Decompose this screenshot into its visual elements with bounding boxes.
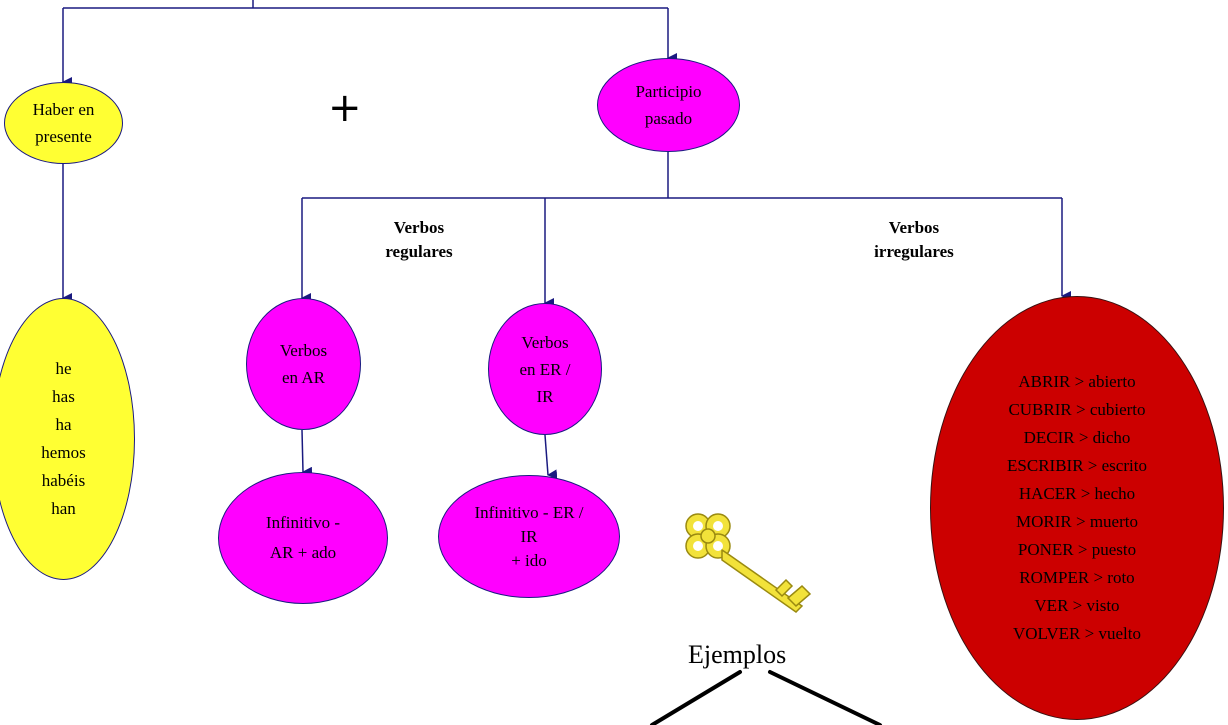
verbos-irregulares-label: Verbos irregulares (874, 218, 954, 261)
rule-er-ir-node: Infinitivo - ER / IR + ido (438, 475, 620, 598)
haber-forms-list: he has ha hemos habéis han (41, 359, 86, 518)
ejemplos-label: Ejemplos (688, 640, 787, 669)
verbos-regulares-label: Verbos regulares (385, 218, 453, 261)
verbos-ar-node: Verbos en AR (246, 298, 361, 430)
irregular-verbs-node: ABRIR > abierto CUBRIR > cubierto DECIR … (930, 296, 1224, 720)
haber-forms-node: he has ha hemos habéis han (0, 298, 135, 580)
haber-node: Haber en presente (4, 82, 123, 164)
irregular-verbs-list: ABRIR > abierto CUBRIR > cubierto DECIR … (1007, 372, 1147, 643)
plus-sign: + (328, 85, 362, 131)
rule-er-ir-label: Infinitivo - ER / IR + ido (474, 502, 584, 570)
rule-ar-label: Infinitivo - AR + ado (265, 513, 341, 562)
rule-ar-node: Infinitivo - AR + ado (218, 472, 388, 604)
key-icon (685, 513, 812, 613)
verbos-er-ir-node: Verbos en ER / IR (488, 303, 602, 435)
haber-label: Haber en presente (32, 100, 95, 146)
verbos-ar-label: Verbos en AR (279, 341, 328, 387)
participio-label: Participio pasado (635, 82, 702, 128)
verbos-er-ir-label: Verbos en ER / IR (519, 332, 571, 406)
participio-node: Participio pasado (597, 58, 740, 152)
